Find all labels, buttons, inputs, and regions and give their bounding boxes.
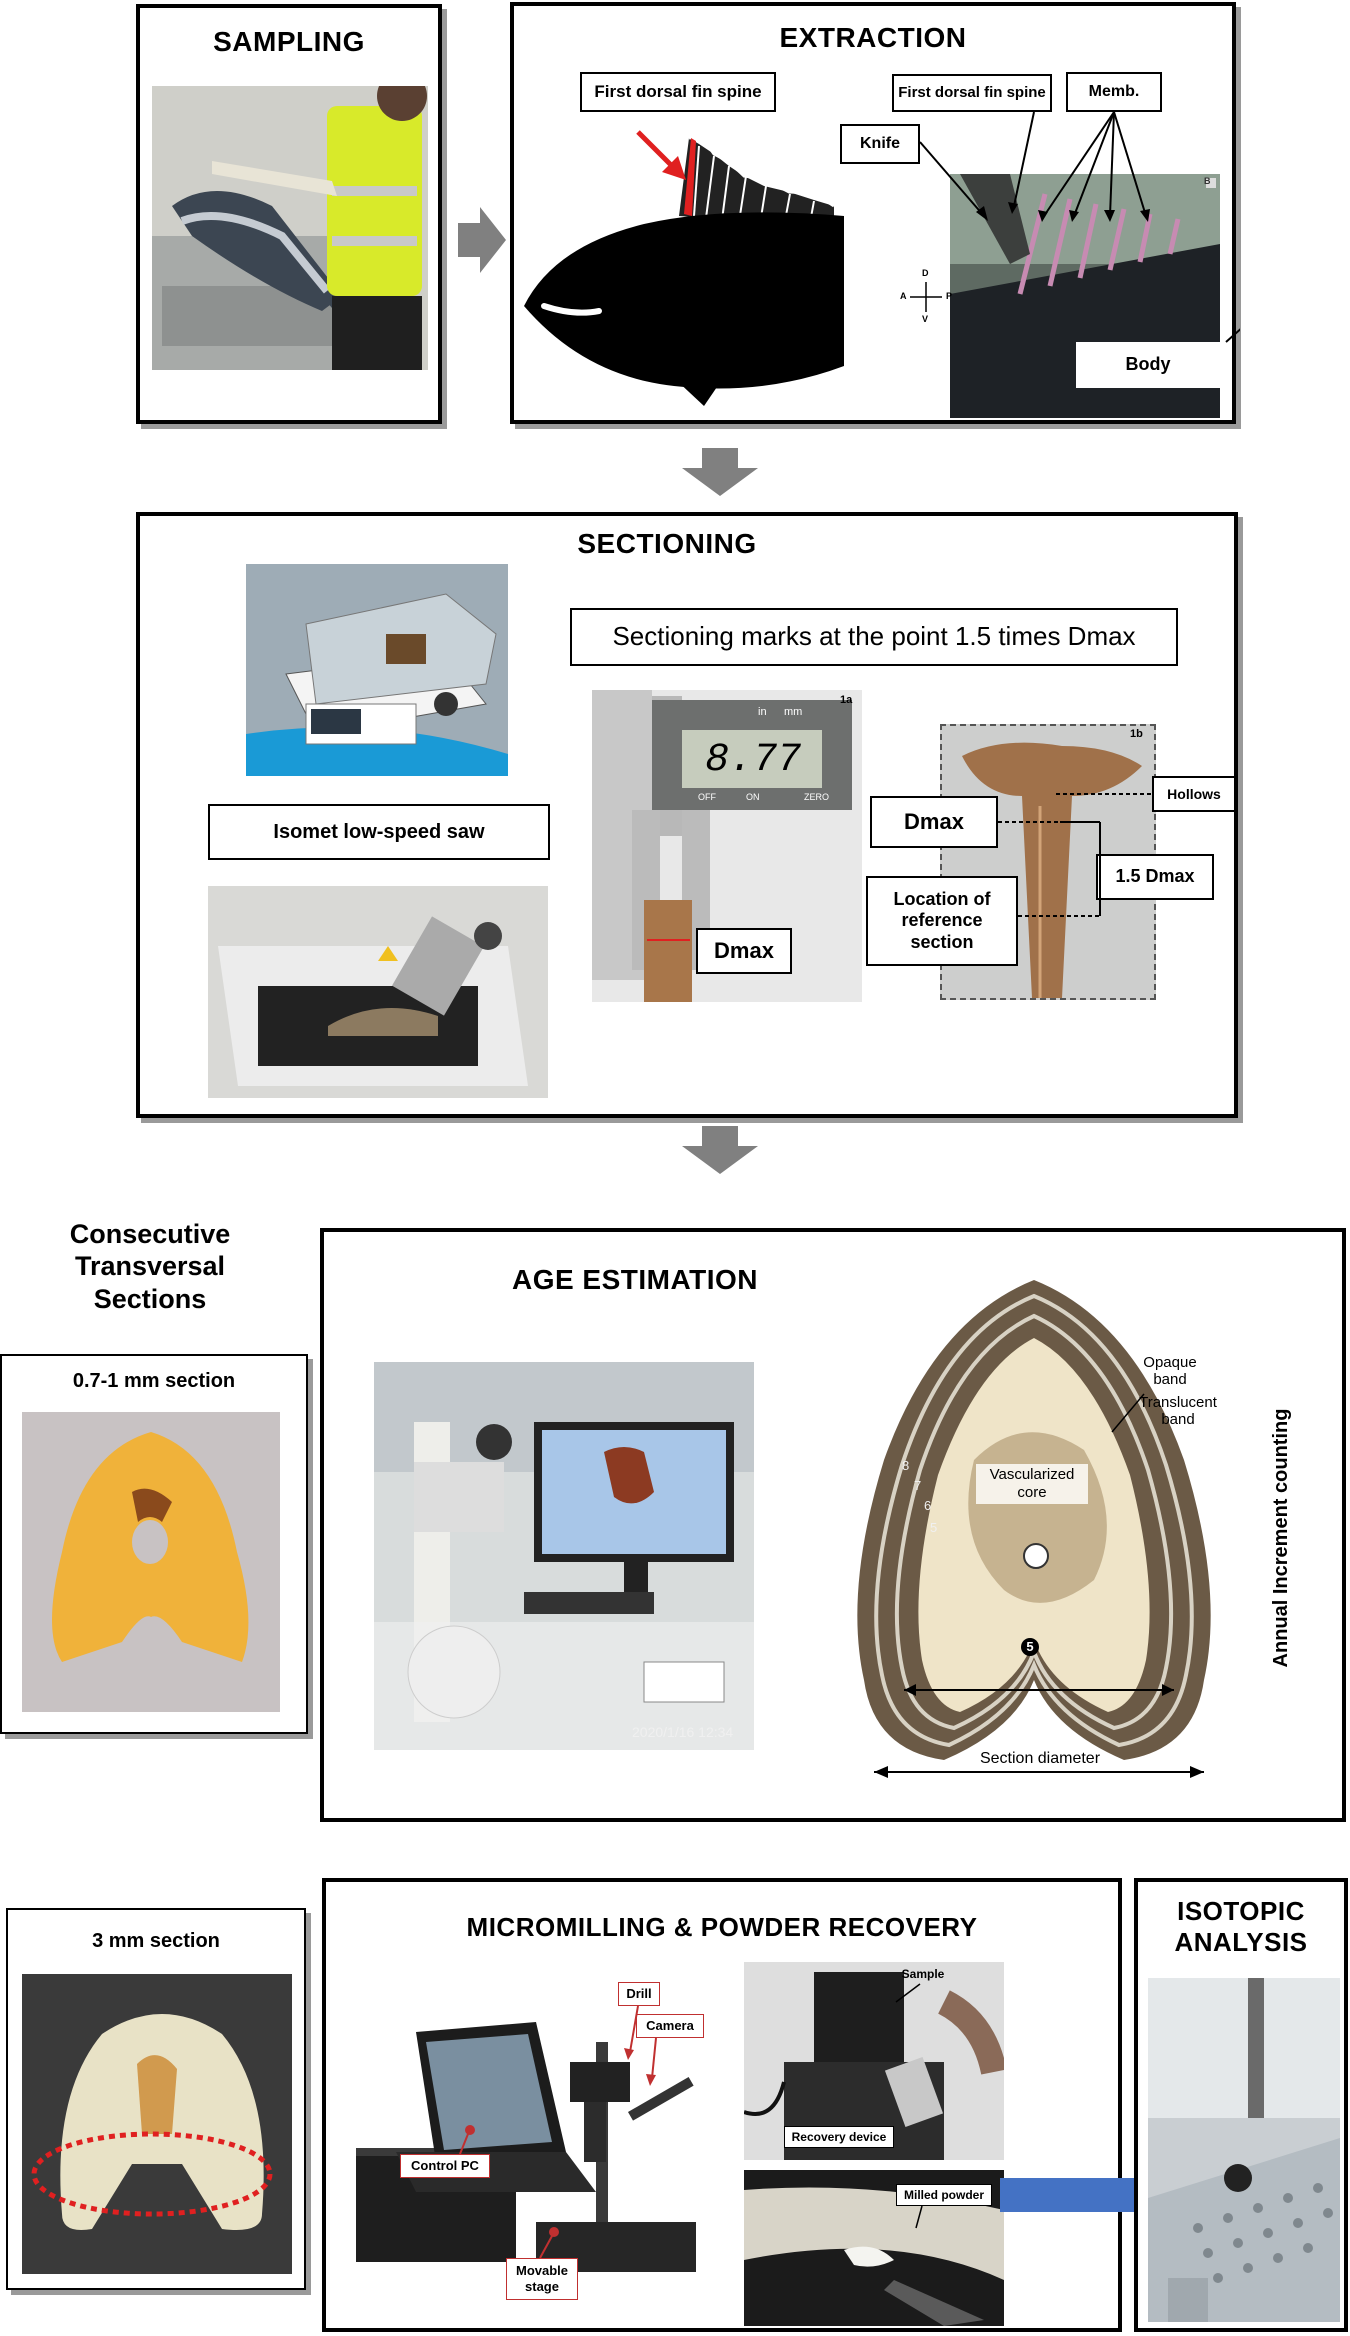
camera-label: Camera xyxy=(636,2014,704,2038)
hollows-label: Hollows xyxy=(1152,776,1236,812)
microscope-illustration xyxy=(374,1362,754,1750)
extraction-panel: EXTRACTION First dorsal fin spine First … xyxy=(510,2,1240,424)
consecutive-sections-title: Consecutive Transversal Sections xyxy=(69,1219,231,1314)
compass-a: A xyxy=(900,291,907,301)
dmax-1-5-label: 1.5 Dmax xyxy=(1096,854,1214,900)
isotope-autosampler-photo xyxy=(1148,1978,1340,2322)
center-number: 5 xyxy=(1021,1638,1039,1656)
sampling-title: SAMPLING xyxy=(213,26,365,57)
photo-timestamp: 2020/1/16 12:34 xyxy=(632,1724,734,1740)
micromilling-panel: MICROMILLING & POWDER RECOVERY Drill Cam… xyxy=(322,1878,1122,2332)
section-diameter-label: Section diameter xyxy=(979,1750,1101,1767)
caliper-zero: ZERO xyxy=(804,792,830,802)
tuna-silhouette xyxy=(524,136,844,406)
down-arrow-to-age-estimation xyxy=(682,1126,758,1174)
red-arrow-pointer xyxy=(636,130,686,180)
fig-1a-tag: 1a xyxy=(840,694,853,706)
autosampler-illustration xyxy=(1148,1978,1340,2322)
section-07-panel: 0.7-1 mm section xyxy=(0,1354,308,1734)
micromilling-title: MICROMILLING & POWDER RECOVERY xyxy=(466,1912,978,1942)
vascularized-core-label: Vascularized core xyxy=(976,1464,1088,1504)
down-arrow-to-sectioning xyxy=(682,448,758,496)
caliper-unit-mm: mm xyxy=(784,706,803,718)
thin-section-photo xyxy=(22,1412,280,1712)
thick-section-photo xyxy=(22,1974,292,2274)
section-07-label: 0.7-1 mm section xyxy=(72,1370,236,1392)
recovery-device-label: Recovery device xyxy=(784,2126,894,2148)
dmax-label-1a: Dmax xyxy=(696,928,792,974)
compass-v: V xyxy=(922,314,929,324)
annual-increment-label: Annual Increment counting xyxy=(1270,1408,1292,1668)
location-reference-section-label: Location of reference section xyxy=(866,876,1018,966)
isotopic-panel: ISOTOPIC ANALYSIS xyxy=(1134,1878,1348,2332)
isomet-saw-label: Isomet low-speed saw xyxy=(208,804,550,860)
micromill-label-pointers xyxy=(459,1983,923,2259)
ring-number-8: 8 xyxy=(902,1458,910,1473)
saw-blade-photo xyxy=(208,886,548,1098)
compass-p: P xyxy=(946,291,953,301)
ring-number-5: 5 xyxy=(930,1520,938,1535)
sectioning-title: SECTIONING xyxy=(577,528,757,559)
movable-stage-label: Movable stage xyxy=(506,2258,578,2300)
thick-section-illustration xyxy=(22,1974,292,2274)
knife-label: Knife xyxy=(840,124,920,164)
compass-d: D xyxy=(922,268,929,278)
sectioning-panel: SECTIONING Sectioning marks at the point… xyxy=(136,512,1238,1118)
fin-spine-label-right: First dorsal fin spine xyxy=(892,74,1052,112)
control-pc-label: Control PC xyxy=(400,2154,490,2178)
blue-arrow-to-isotopic xyxy=(1000,2160,1218,2230)
section-3mm-panel: 3 mm section xyxy=(6,1908,306,2290)
ring-number-7: 7 xyxy=(914,1478,922,1493)
opaque-band-label: Opaque band xyxy=(1143,1354,1197,1389)
sampling-photo xyxy=(152,86,428,370)
caliper-off: OFF xyxy=(698,792,716,802)
right-arrow-sampling-to-extraction xyxy=(458,207,506,273)
translucent-band-label: Translucent band xyxy=(1139,1394,1217,1429)
thin-section-illustration xyxy=(22,1412,280,1712)
extraction-title: EXTRACTION xyxy=(779,22,967,53)
spine-cross-section xyxy=(857,1280,1211,1778)
microscope-station-photo xyxy=(374,1362,754,1750)
fin-spine-label-left: First dorsal fin spine xyxy=(580,72,776,112)
extraction-label-pointers xyxy=(919,111,1240,343)
saw-blade-illustration xyxy=(208,886,548,1098)
sampling-panel: SAMPLING xyxy=(136,4,442,424)
caliper-on: ON xyxy=(746,792,760,802)
fisherman-with-tuna-illustration xyxy=(152,86,428,370)
sample-label: Sample xyxy=(901,1966,945,1981)
age-estimation-panel: AGE ESTIMATION 2020/1/16 12:34 xyxy=(320,1228,1346,1822)
dmax-measurement-lines xyxy=(998,793,1152,917)
caliper-unit-in: in xyxy=(758,706,767,718)
body-label: Body xyxy=(1076,342,1220,388)
age-estimation-title: AGE ESTIMATION xyxy=(511,1264,759,1295)
drill-label: Drill xyxy=(618,1982,660,2006)
milled-powder-label: Milled powder xyxy=(896,2184,992,2206)
memb-label: Memb. xyxy=(1066,72,1162,112)
photo-corner-tag: B xyxy=(1204,176,1211,186)
fig-1b-tag: 1b xyxy=(1130,728,1143,740)
dmax-label-1b: Dmax xyxy=(870,796,998,848)
saw-machine-illustration xyxy=(246,564,508,776)
isomet-saw-photo xyxy=(246,564,508,776)
sectioning-marks-label: Sectioning marks at the point 1.5 times … xyxy=(570,608,1178,666)
orientation-compass: D V A P xyxy=(898,268,958,328)
ring-number-6: 6 xyxy=(924,1498,932,1513)
caliper-reading: 8.77 xyxy=(704,738,801,783)
recovery-device-illustration xyxy=(744,1962,1004,2160)
isotopic-title: ISOTOPIC ANALYSIS xyxy=(1174,1896,1308,1958)
section-3mm-label: 3 mm section xyxy=(92,1930,220,1952)
compass-cross-icon xyxy=(910,282,942,312)
